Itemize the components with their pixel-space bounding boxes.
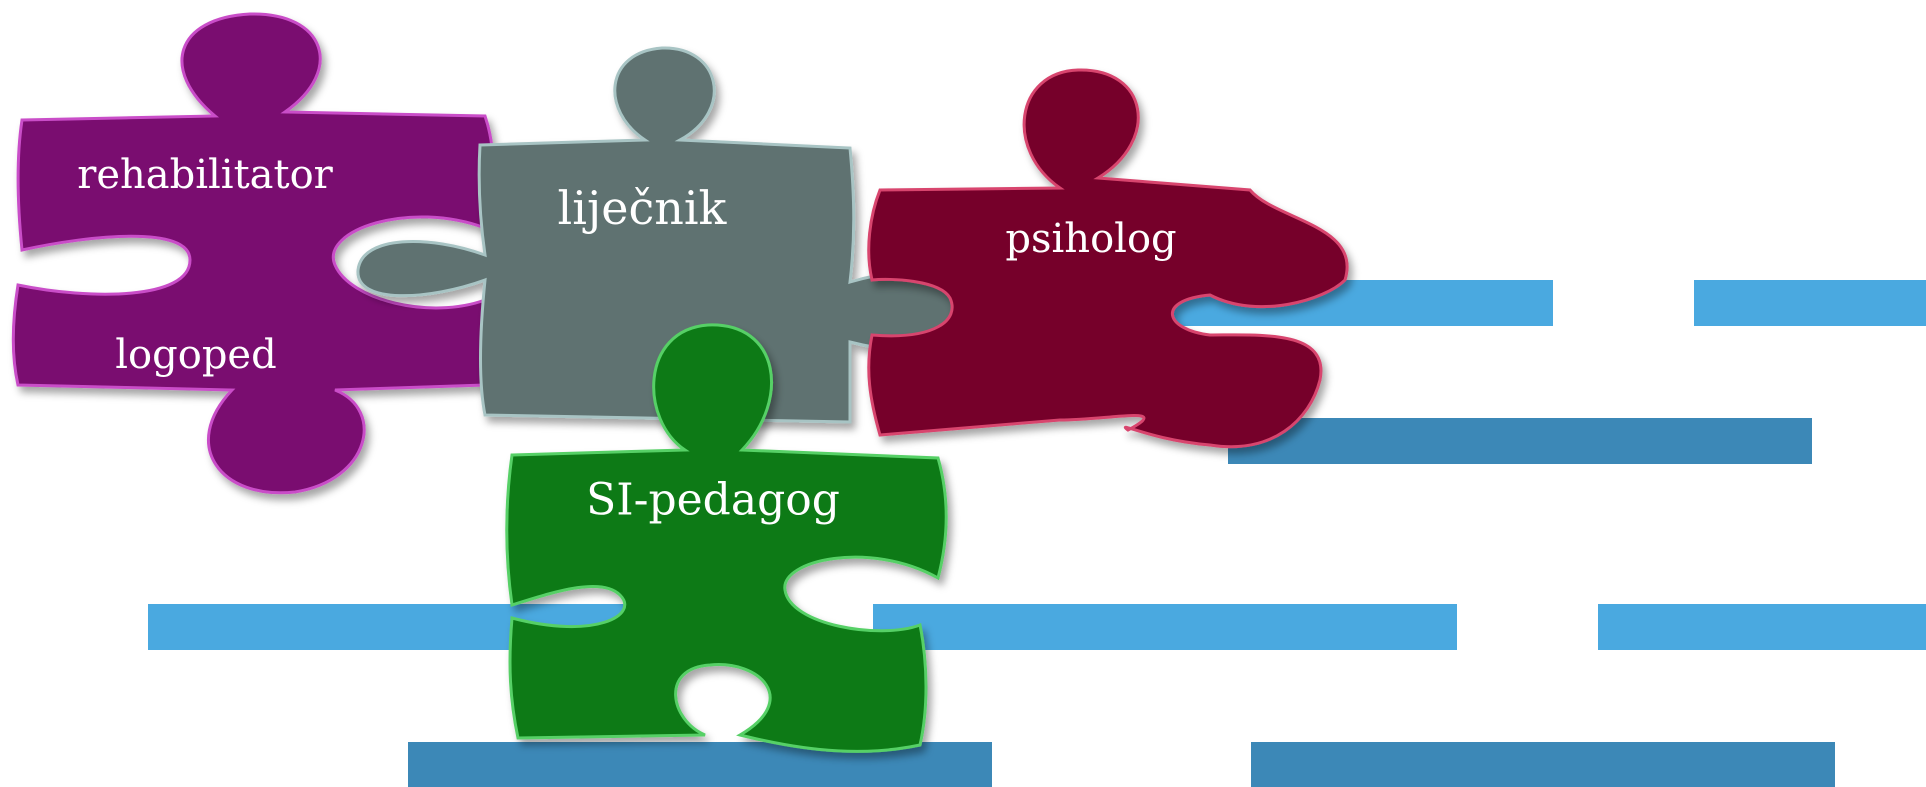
puzzle-piece-purple — [11, 12, 495, 495]
bar-mid-dark — [1228, 418, 1812, 464]
label-rehabilitator: rehabilitator — [77, 152, 333, 198]
puzzle-piece-maroon — [867, 68, 1349, 449]
bar-top-2 — [1694, 280, 1926, 326]
bar-lower-3 — [1598, 604, 1926, 650]
bar-bottom-2 — [1251, 742, 1835, 787]
label-logoped: logoped — [115, 332, 276, 378]
label-si-pedagog: SI-pedagog — [586, 475, 840, 526]
bar-lower-2 — [873, 604, 1457, 650]
label-lijecnik: liječnik — [558, 181, 728, 235]
puzzle-piece-green — [505, 323, 948, 753]
label-psiholog: psiholog — [1005, 216, 1176, 262]
